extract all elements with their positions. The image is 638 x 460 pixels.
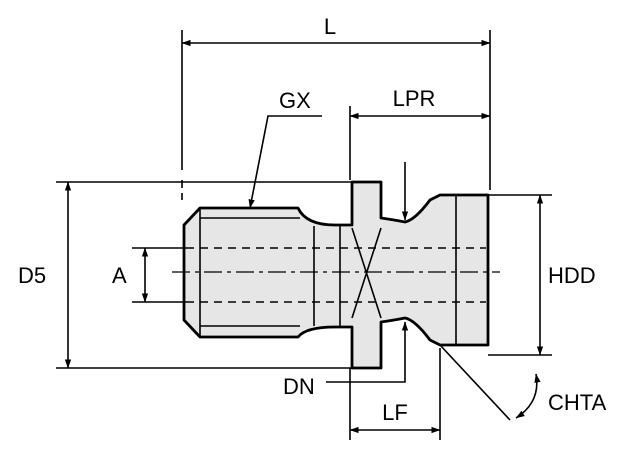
cross-line bbox=[351, 227, 382, 319]
dimension-lpr: LPR bbox=[349, 86, 491, 180]
dimension-a: A bbox=[112, 247, 186, 303]
label-lpr: LPR bbox=[393, 86, 436, 111]
dimension-arrow-bottom bbox=[326, 321, 409, 383]
label-d5: D5 bbox=[18, 263, 46, 288]
label-hdd: HDD bbox=[548, 263, 596, 288]
label-chta: CHTA bbox=[548, 390, 607, 415]
part-outline bbox=[182, 180, 490, 370]
dimension-chta: CHTA bbox=[439, 344, 607, 421]
dimension-hdd: HDD bbox=[488, 194, 596, 356]
dimension-dn: DN bbox=[283, 162, 409, 399]
label-l: L bbox=[324, 14, 336, 39]
label-lf: LF bbox=[382, 400, 408, 425]
leader-line bbox=[248, 115, 322, 209]
label-a: A bbox=[112, 263, 127, 288]
dimension-l: L bbox=[181, 14, 491, 200]
angle-arc bbox=[515, 373, 541, 419]
label-gx: GX bbox=[279, 88, 311, 113]
pull-stud-body bbox=[172, 180, 500, 370]
dimension-lf: LF bbox=[349, 348, 441, 440]
dimension-gx: GX bbox=[248, 88, 322, 209]
chamfer-extension-line bbox=[439, 344, 511, 421]
label-dn: DN bbox=[283, 374, 315, 399]
dimension-d5: D5 bbox=[18, 181, 352, 369]
